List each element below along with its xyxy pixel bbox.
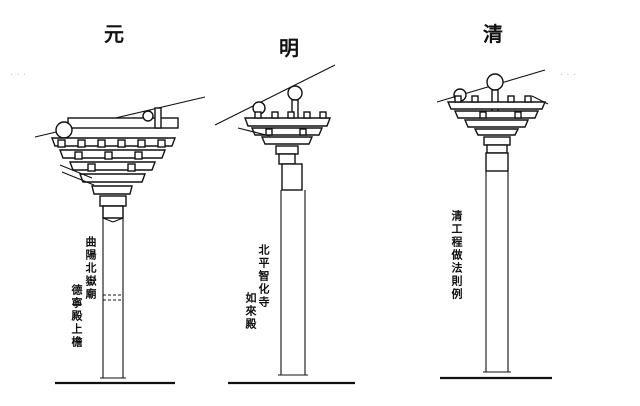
qing-bracket-arm: [463, 119, 530, 128]
yuan-bracket-arm: [78, 173, 147, 183]
yuan-column-head: [102, 205, 124, 219]
yuan-caption-sub: 德寧殿上檐: [70, 284, 83, 349]
yuan-bracket-block: [87, 163, 96, 172]
qing-bracket-arm: [446, 101, 547, 110]
yuan-column-elevation: [34, 96, 206, 385]
qing-bracket-block: [524, 95, 532, 103]
qing-round-purlin: [486, 73, 504, 91]
qing-bracket-block: [507, 95, 515, 103]
faded-background-text: · · ·: [560, 70, 576, 81]
yuan-bracket-block: [127, 163, 136, 172]
qing-cap-block: [483, 136, 511, 146]
qing-cantilever: [531, 95, 549, 105]
yuan-bracket-block: [157, 139, 166, 148]
ming-bracket-block: [299, 128, 307, 136]
yuan-bracket-arm: [50, 137, 177, 147]
ming-bracket-block: [265, 128, 273, 136]
yuan-bracket-block: [137, 139, 146, 148]
qing-bracket-arm: [453, 110, 540, 119]
ming-bracket-block: [254, 111, 262, 119]
ming-caption-sub: 如來殿: [244, 292, 257, 331]
ming-roof-rafter: [214, 64, 336, 126]
yuan-strut: [154, 107, 162, 129]
dynasty-label-ming: 明: [279, 36, 299, 60]
yuan-round-purlin: [55, 121, 73, 139]
yuan-bracket-block: [97, 139, 106, 148]
dynasty-label-qing: 清: [483, 22, 503, 46]
yuan-bracket-block: [57, 139, 66, 148]
qing-bracket-arm: [473, 128, 520, 136]
ming-column-head: [278, 153, 296, 165]
yuan-column-detail: [102, 217, 114, 223]
yuan-small-purlin: [142, 110, 154, 122]
yuan-bracket-block: [134, 151, 143, 160]
ming-bracket-arm: [243, 117, 332, 127]
ming-lintel-block: [281, 163, 303, 191]
qing-caption-main: 清工程做法則例: [450, 210, 463, 301]
ming-round-purlin: [287, 85, 303, 101]
ming-bracket-block: [287, 111, 295, 119]
yuan-bracket-arm: [68, 161, 157, 171]
yuan-bracket-arm: [91, 185, 133, 195]
yuan-cantilever: [59, 164, 93, 179]
ming-bracket-block: [303, 111, 311, 119]
ming-caption-main: 北平智化寺: [257, 244, 270, 309]
ming-bracket-block: [319, 111, 327, 119]
yuan-cantilever: [61, 171, 95, 186]
ming-bracket-block: [271, 111, 279, 119]
yuan-bracket-block: [104, 151, 113, 160]
ming-bracket-arm: [260, 136, 314, 145]
qing-lintel-block: [485, 152, 509, 172]
dynasty-label-yuan: 元: [104, 22, 124, 46]
qing-bracket-block: [514, 111, 522, 119]
qing-bracket-block: [454, 95, 462, 103]
ming-cantilever: [237, 127, 271, 137]
yuan-column-detail: [112, 217, 124, 223]
yuan-caption-main: 曲陽北嶽廟: [84, 236, 97, 301]
yuan-bracket-block: [117, 139, 126, 148]
qing-bracket-block: [471, 95, 479, 103]
faded-background-text: · · ·: [10, 70, 26, 81]
yuan-bracket-block: [74, 151, 83, 160]
ming-column-elevation: [214, 64, 355, 385]
qing-column-elevation: [436, 69, 552, 380]
yuan-cap-block: [99, 195, 127, 207]
ming-cap-block: [275, 145, 299, 155]
qing-bracket-block: [479, 111, 487, 119]
yuan-bracket-block: [77, 139, 86, 148]
qing-column-head: [486, 144, 508, 154]
